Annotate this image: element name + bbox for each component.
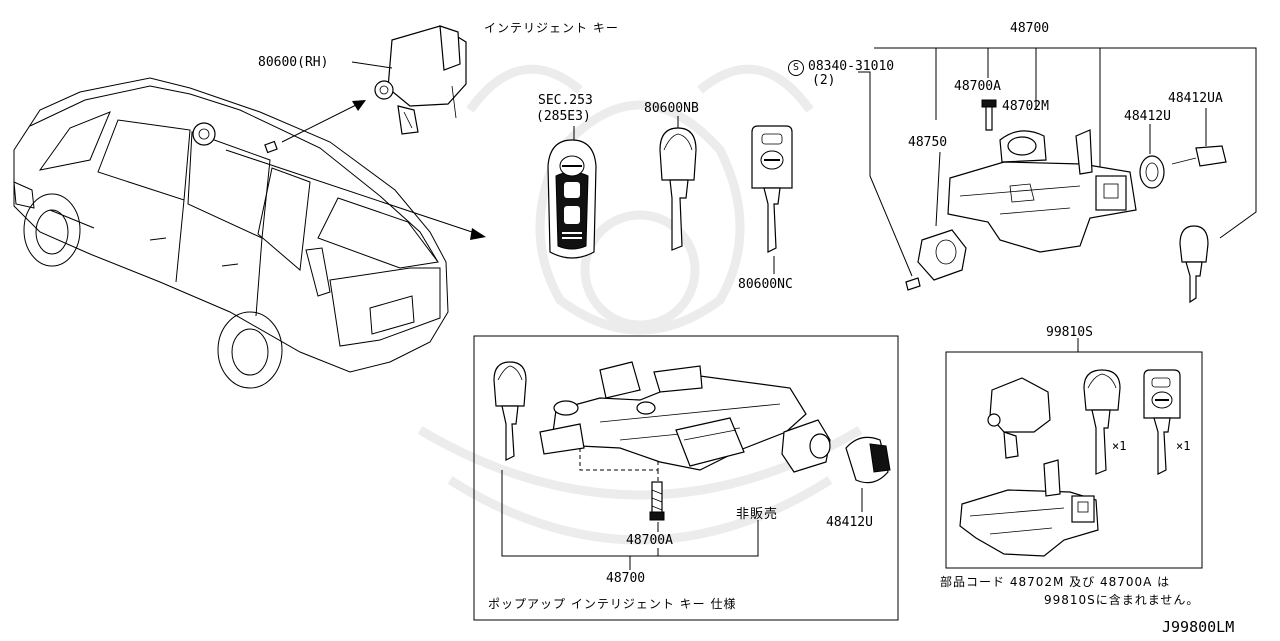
label-48750: 48750 (908, 135, 948, 150)
label-sec-ref-1: SEC.253 (538, 93, 593, 108)
inset-caption: ポップアップ インテリジェント キー 仕様 (488, 597, 737, 611)
kit-note-line2: 99810Sに含まれません。 (1044, 593, 1200, 607)
diagram-code: J99800LM (1162, 618, 1235, 636)
screw-symbol: S (788, 60, 804, 76)
kit-note-line1: 部品コード 48702M 及び 48700A は (940, 575, 1171, 589)
door-lock-rh (351, 25, 467, 135)
vehicle-illustration (13, 77, 449, 389)
key-80600nc (751, 125, 793, 274)
label-48700a: 48700A (954, 79, 1001, 94)
label-key-nc: 80600NC (738, 277, 793, 292)
label-intelligent-key: インテリジェント キー (484, 21, 619, 35)
label-assembly-48700: 48700 (1010, 21, 1050, 36)
key-80600nb (659, 116, 697, 251)
label-48702m: 48702M (1002, 99, 1049, 114)
inset-label-48700: 48700 (606, 571, 646, 586)
kit-qty-key1: ×1 (1112, 439, 1127, 453)
inset-kit (945, 338, 1203, 569)
label-48412ua: 48412UA (1168, 91, 1223, 106)
inset-popup-key (473, 335, 899, 621)
inset-label-48700a: 48700A (626, 533, 673, 548)
label-lock-rh: 80600(RH) (258, 55, 329, 70)
steering-lock-assembly (858, 47, 1257, 304)
inset-label-48412u: 48412U (826, 515, 873, 530)
label-48412u: 48412U (1124, 109, 1171, 124)
callout-arrows (225, 100, 486, 240)
label-screw-qty: (2) (812, 73, 836, 88)
label-key-nb: 80600NB (644, 101, 699, 116)
kit-qty-key2: ×1 (1176, 439, 1191, 453)
label-screw-part: 08340-31010 (808, 59, 895, 74)
kit-number: 99810S (1046, 325, 1093, 340)
label-sec-ref-2: (285E3) (536, 109, 591, 124)
inset-label-not-for-sale: 非販売 (736, 507, 779, 522)
intelligent-key-fob (547, 126, 597, 259)
